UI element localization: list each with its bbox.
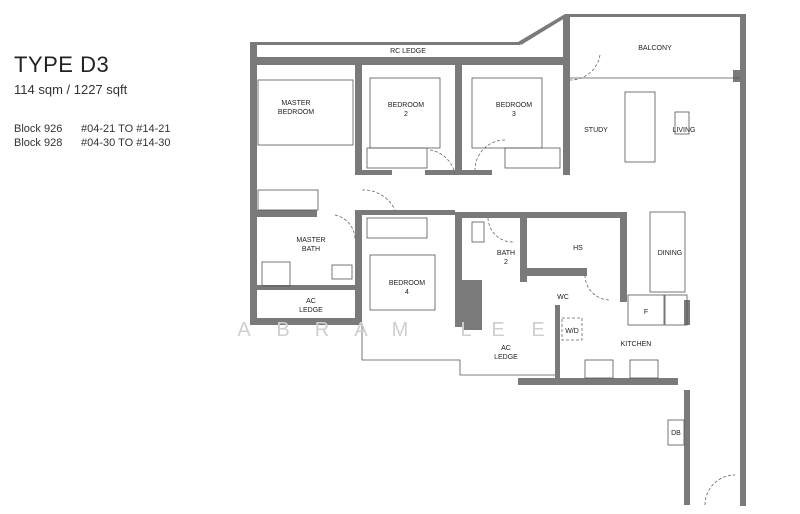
room-label: HS (573, 245, 583, 252)
watermark-letter: M (392, 319, 409, 341)
room-label: F (644, 309, 648, 316)
room-label: 3 (512, 111, 516, 118)
room-label: 2 (404, 111, 408, 118)
room-label: 4 (405, 289, 409, 296)
watermark-letter: L (460, 319, 471, 341)
room-label: BATH (497, 250, 515, 257)
watermark-letter: A (237, 319, 251, 341)
watermark-letter: E (491, 319, 504, 341)
watermark-letter: B (276, 319, 289, 341)
room-label: W/D (565, 328, 579, 335)
room-label: BEDROOM (496, 102, 532, 109)
plan-lines (257, 54, 740, 506)
watermark-letter: A (354, 319, 368, 341)
unit-area: 114 sqm / 1227 sqft (14, 82, 128, 97)
room-label: AC (306, 298, 316, 305)
unit-list: Block 926 #04-21 TO #14-21 Block 928 #04-3… (14, 122, 171, 150)
room-label: DB (671, 430, 681, 437)
room-label: WC (557, 294, 569, 301)
room-label: MASTER (281, 100, 310, 107)
block-name: Block 928 (14, 137, 63, 149)
room-label: LIVING (673, 127, 696, 134)
room-label: BEDROOM (389, 280, 425, 287)
unit-range: #04-30 TO #14-30 (81, 137, 171, 149)
block-name: Block 926 (14, 123, 63, 135)
room-label: BATH (302, 246, 320, 253)
room-label: LEDGE (299, 307, 323, 314)
room-label: AC (501, 345, 511, 352)
room-label: KITCHEN (621, 341, 652, 348)
walls (250, 14, 746, 506)
watermark-letter: E (531, 319, 544, 341)
room-label: BALCONY (638, 45, 672, 52)
room-label: RC LEDGE (390, 48, 426, 55)
room-label: LEDGE (494, 354, 518, 361)
watermark: A B R A M L E E (237, 319, 544, 341)
room-label: MASTER (296, 237, 325, 244)
room-label: DINING (658, 250, 683, 257)
unit-type-title: TYPE D3 (14, 52, 110, 77)
room-label: STUDY (584, 127, 608, 134)
room-labels: RC LEDGE BALCONY MASTER BEDROOM BEDROOM … (278, 45, 696, 437)
room-label: BEDROOM (278, 109, 314, 116)
room-label: BEDROOM (388, 102, 424, 109)
room-label: 2 (504, 259, 508, 266)
unit-range: #04-21 TO #14-21 (81, 123, 171, 135)
watermark-letter: R (315, 319, 329, 341)
unit-row: Block 926 #04-21 TO #14-21 (14, 122, 171, 136)
unit-row: Block 928 #04-30 TO #14-30 (14, 136, 171, 150)
